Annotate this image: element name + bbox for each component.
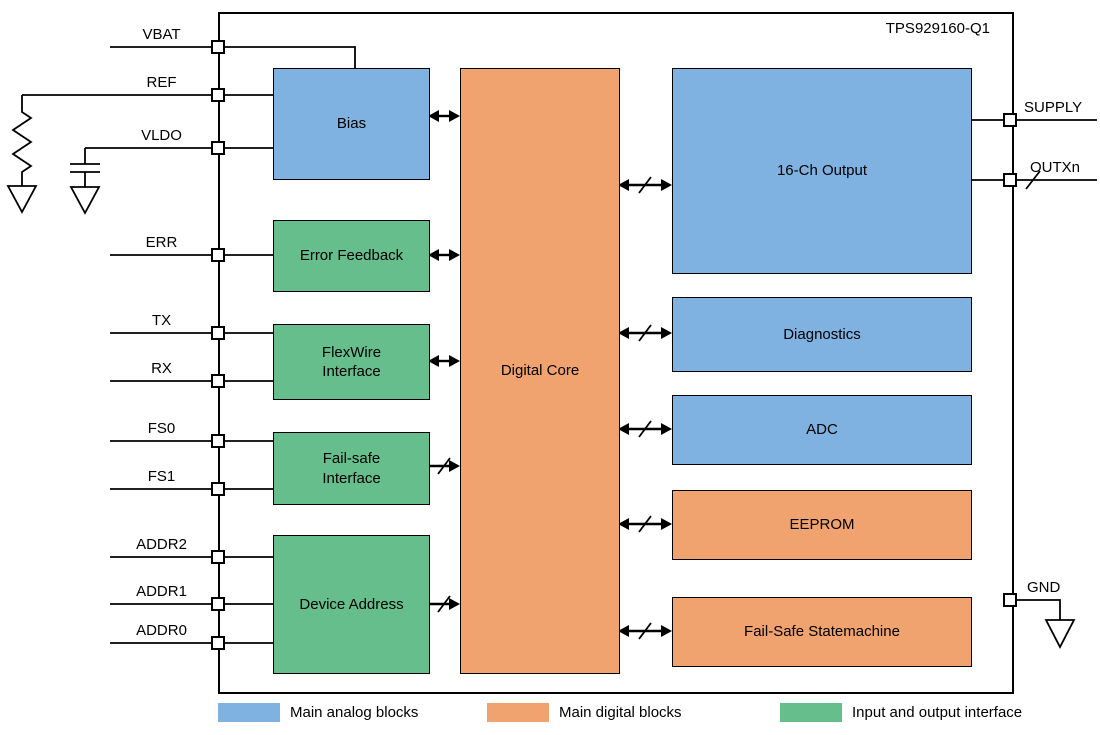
pin-vbat — [211, 40, 225, 54]
pin-label-addr2: ADDR2 — [136, 536, 187, 553]
pin-label-gnd: GND — [1027, 579, 1061, 596]
block-failsafe-statemachine: Fail-Safe Statemachine — [672, 597, 972, 667]
pin-label-rx: RX — [151, 360, 172, 377]
pin-label-addr1: ADDR1 — [136, 583, 187, 600]
capacitor-icon — [70, 148, 100, 187]
bus-slash-icon — [638, 324, 652, 342]
pin-addr1 — [211, 597, 225, 611]
pin-label-addr0: ADDR0 — [136, 622, 187, 639]
pin-label-vldo: VLDO — [141, 127, 182, 144]
block-adc: ADC — [672, 395, 972, 465]
pin-supply — [1003, 113, 1017, 127]
pin-label-supply: SUPPLY — [1024, 99, 1083, 116]
pin-err — [211, 248, 225, 262]
pin-ref — [211, 88, 225, 102]
legend-digital-label: Main digital blocks — [559, 704, 682, 721]
bus-slash-icon — [638, 515, 652, 533]
bus-slash-icon — [437, 595, 451, 613]
legend-digital: Main digital blocks — [487, 703, 682, 722]
pin-label-tx: TX — [151, 312, 172, 329]
block-digital-core: Digital Core — [460, 68, 620, 674]
pin-addr0 — [211, 636, 225, 650]
wire-vbat — [110, 46, 356, 68]
block-16ch-output: 16-Ch Output — [672, 68, 972, 274]
pin-gnd — [1003, 593, 1017, 607]
resistor-icon — [11, 95, 33, 186]
signal-wires — [22, 46, 1097, 644]
arrow-core-output — [618, 176, 672, 194]
ground-icon — [6, 185, 38, 214]
bus-slash-icon — [638, 622, 652, 640]
bus-slash-icon — [638, 420, 652, 438]
arrow-flexwire-core — [428, 355, 460, 367]
pin-label-fs0: FS0 — [147, 420, 176, 437]
ground-icon — [1044, 619, 1076, 649]
legend-io: Input and output interface — [780, 703, 1022, 722]
bus-slash-icon — [437, 457, 451, 475]
legend-digital-swatch — [487, 703, 549, 722]
wire-gnd — [1017, 599, 1061, 620]
legend-analog-label: Main analog blocks — [290, 704, 419, 721]
block-diagnostics: Diagnostics — [672, 297, 972, 372]
legend-io-label: Input and output interface — [852, 704, 1023, 721]
pin-label-outxn: OUTXn — [1030, 159, 1081, 176]
arrow-failsafe-core — [428, 457, 460, 475]
block-device-address: Device Address — [273, 535, 430, 674]
chip-boundary — [218, 12, 1014, 694]
arrow-core-diagnostics — [618, 324, 672, 342]
pin-label-err: ERR — [145, 234, 178, 251]
pin-addr2 — [211, 550, 225, 564]
block-failsafe-interface: Fail-safe Interface — [273, 432, 430, 505]
block-eeprom: EEPROM — [672, 490, 972, 560]
pin-vldo — [211, 141, 225, 155]
block-bias: Bias — [273, 68, 430, 180]
pin-label-ref: REF — [146, 74, 177, 91]
ground-icon — [69, 186, 101, 215]
legend-io-swatch — [780, 703, 842, 722]
pin-tx — [211, 326, 225, 340]
bus-slash-icon — [638, 176, 652, 194]
pin-outxn — [1003, 173, 1017, 187]
arrow-core-adc — [618, 420, 672, 438]
block-error-feedback: Error Feedback — [273, 220, 430, 292]
arrow-bias-core — [428, 110, 460, 122]
arrow-core-eeprom — [618, 515, 672, 533]
pin-fs0 — [211, 434, 225, 448]
arrow-deviceaddress-core — [428, 595, 460, 613]
pin-fs1 — [211, 482, 225, 496]
chip-title: TPS929160-Q1 — [885, 20, 990, 37]
block-flexwire-interface: FlexWire Interface — [273, 324, 430, 400]
pin-label-fs1: FS1 — [147, 468, 176, 485]
arrow-errorfeedback-core — [428, 249, 460, 261]
bus-slash-icon — [1025, 170, 1041, 190]
legend-analog: Main analog blocks — [218, 703, 418, 722]
pin-rx — [211, 374, 225, 388]
legend-analog-swatch — [218, 703, 280, 722]
arrow-core-failsafe-sm — [618, 622, 672, 640]
pin-label-vbat: VBAT — [142, 26, 181, 43]
